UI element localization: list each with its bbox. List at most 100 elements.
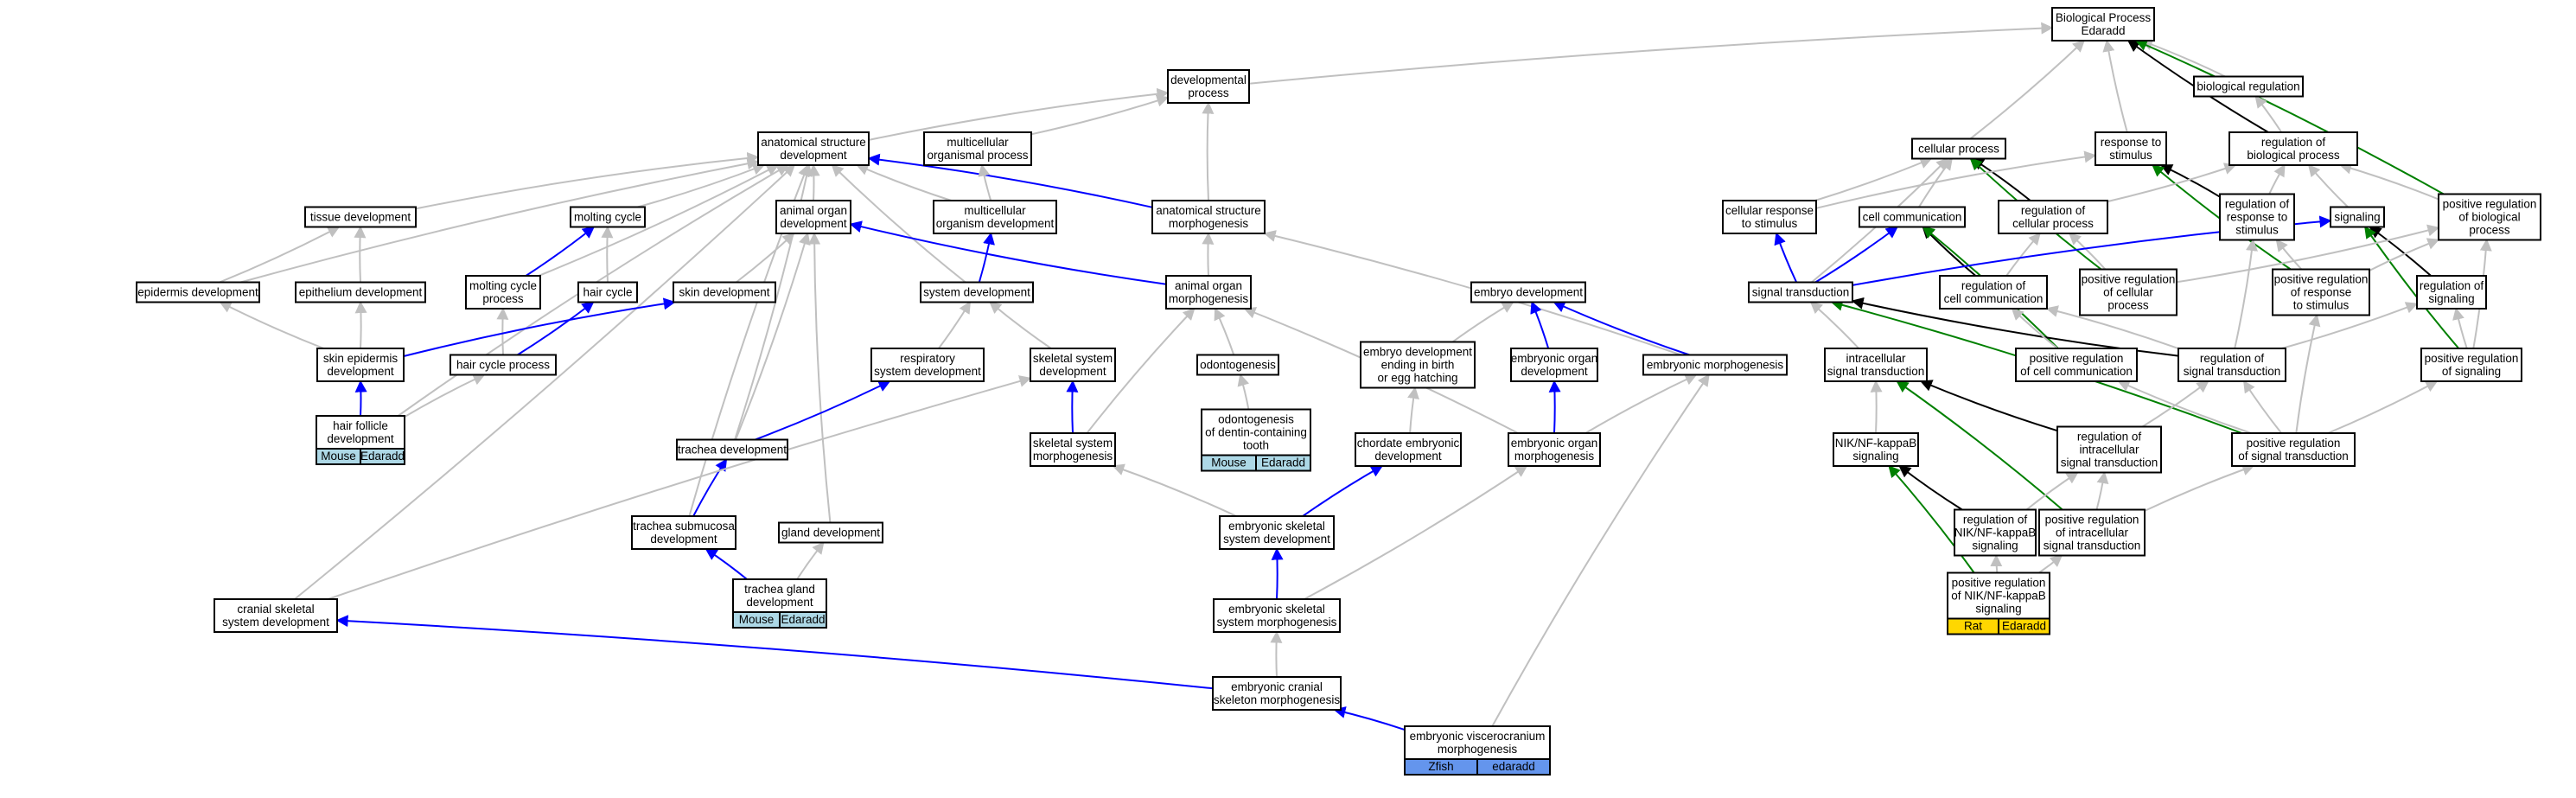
term-node-cellcomm[interactable]: cell communication bbox=[1859, 206, 1966, 228]
term-node-embdev[interactable]: embryo development bbox=[1470, 281, 1586, 303]
term-node-epidev[interactable]: epidermis development bbox=[136, 281, 260, 303]
term-label-line: morphogenesis bbox=[1169, 292, 1249, 305]
term-box bbox=[1998, 200, 2108, 234]
term-node-glanddev[interactable]: gland development bbox=[778, 521, 883, 544]
term-box bbox=[304, 206, 417, 228]
term-label-line: signaling bbox=[1852, 450, 1898, 463]
term-label-line: embryo development bbox=[1474, 286, 1583, 299]
edge-is-a-biolreg-to-bp bbox=[2139, 38, 2226, 78]
edge-is-a-evm-to-embmorph bbox=[1491, 373, 1710, 727]
term-node-evm[interactable]: embryonic viscerocraniummorphogenesisZfi… bbox=[1404, 725, 1551, 776]
edge-is-a-posregist-to-posregst bbox=[2144, 463, 2255, 512]
term-box bbox=[673, 281, 776, 303]
term-node-epithdev[interactable]: epithelium development bbox=[295, 281, 426, 303]
term-node-cellproc[interactable]: cellular process bbox=[1911, 137, 2006, 160]
term-node-biolreg[interactable]: biological regulation bbox=[2193, 75, 2304, 98]
term-node-embmorph[interactable]: embryonic morphogenesis bbox=[1642, 354, 1788, 376]
term-node-hcp[interactable]: hair cycle process bbox=[450, 354, 557, 376]
term-label-line: embryonic skeletal bbox=[1228, 603, 1325, 616]
term-node-skindev[interactable]: skin development bbox=[673, 281, 776, 303]
term-label-line: development bbox=[746, 596, 813, 609]
term-box bbox=[1201, 408, 1311, 456]
annotation-gene-cell bbox=[1255, 454, 1311, 472]
edge-is-a-posregbp-to-regbp bbox=[2339, 162, 2439, 201]
term-label-line: of NIK/NF-kappaB bbox=[1951, 590, 2046, 603]
edge-part-of-esd-to-ced bbox=[1302, 465, 1384, 517]
term-box bbox=[923, 131, 1032, 166]
edge-layer bbox=[219, 22, 2492, 731]
term-label-line: signal transduction bbox=[2061, 456, 2158, 469]
term-label-line: response to bbox=[2227, 211, 2288, 224]
edge-part-of-sigtrans-to-crts bbox=[1774, 232, 1798, 283]
term-node-tissue[interactable]: tissue development bbox=[304, 206, 417, 228]
term-box bbox=[1748, 281, 1853, 303]
term-node-signaling[interactable]: signaling bbox=[2330, 206, 2385, 228]
term-label-line: positive regulation bbox=[1952, 577, 2046, 590]
edge-is-a-ssm-to-aom bbox=[1086, 307, 1196, 434]
term-node-sigtrans[interactable]: signal transduction bbox=[1748, 281, 1853, 303]
edge-is-a-skindev-to-aod bbox=[735, 233, 795, 284]
term-label-line: tissue development bbox=[310, 211, 411, 224]
term-box bbox=[1824, 348, 1928, 382]
term-node-sysdev[interactable]: system development bbox=[920, 281, 1034, 303]
term-box bbox=[920, 281, 1034, 303]
term-node-haircycle[interactable]: hair cycle bbox=[577, 281, 638, 303]
term-label-line: of cell communication bbox=[2020, 365, 2133, 378]
term-label-line: regulation of bbox=[2225, 198, 2290, 211]
term-node-odonto[interactable]: odontogenesis bbox=[1196, 354, 1279, 376]
edge-part-of-sepid-to-skindev bbox=[403, 297, 676, 357]
annotation-gene-cell bbox=[360, 448, 405, 465]
term-label-line: molting cycle bbox=[574, 211, 641, 224]
edge-is-a-odonto-to-aom bbox=[1214, 307, 1235, 355]
term-node-molting[interactable]: molting cycle bbox=[570, 206, 646, 228]
term-node-trachdev[interactable]: trachea development bbox=[676, 438, 788, 461]
term-label-line: epithelium development bbox=[299, 286, 423, 299]
edge-is-a-nfkb-to-ist bbox=[1870, 380, 1883, 434]
